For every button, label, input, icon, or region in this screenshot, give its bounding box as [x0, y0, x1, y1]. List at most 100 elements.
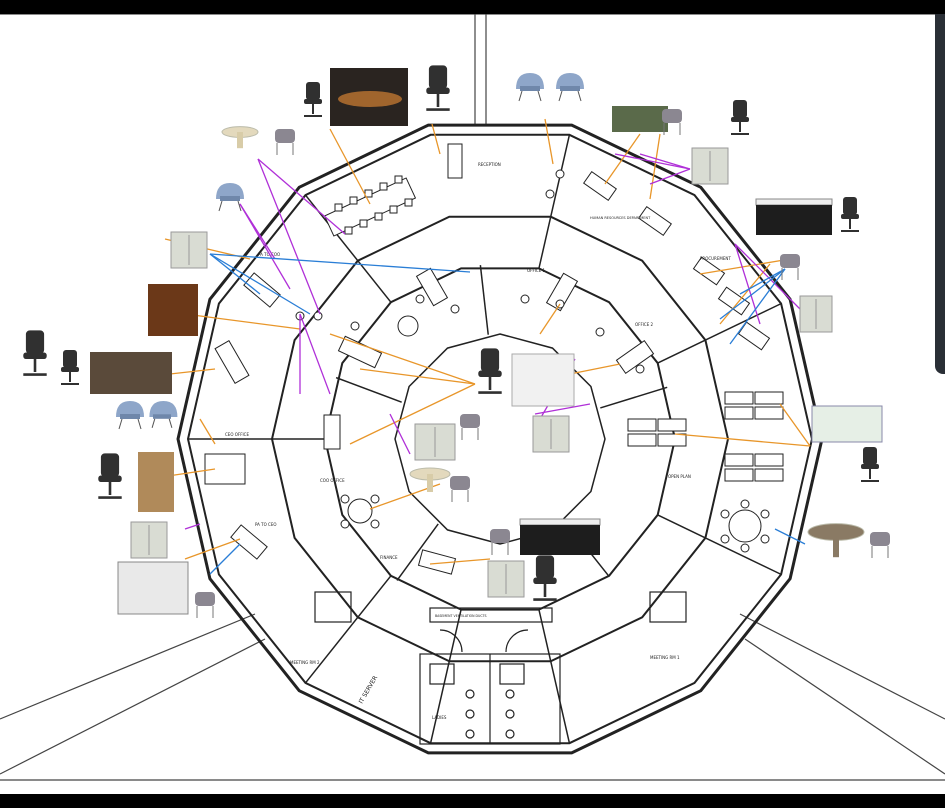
lounge-leg	[577, 90, 582, 102]
office-chair-icon	[731, 100, 749, 135]
shelving-icon	[148, 284, 198, 336]
plan-desk	[230, 524, 268, 560]
cabinet-icon	[130, 521, 168, 559]
plan-round-table	[347, 498, 373, 524]
connector-line	[184, 523, 201, 530]
connector-line	[209, 253, 261, 295]
connector-line	[639, 153, 691, 170]
lounge-seat	[520, 86, 540, 91]
lounge-shell	[556, 73, 584, 89]
connector-line	[349, 383, 476, 445]
lounge-seat	[560, 86, 580, 91]
plan-desk	[545, 272, 579, 312]
desk-top	[519, 518, 601, 526]
executive-desk-icon	[90, 352, 172, 394]
plan-desk	[627, 418, 657, 432]
label-office-2: OFFICE 2	[635, 322, 654, 327]
connector-line	[719, 263, 771, 325]
side-chair-icon	[195, 592, 215, 618]
connector-line	[167, 468, 216, 477]
side-chair-back	[460, 414, 480, 428]
lounge-chair-icon	[116, 401, 144, 430]
bench-desk	[811, 405, 883, 443]
radial-wall	[396, 523, 439, 581]
cabinet-icon	[487, 560, 525, 598]
plan-chair	[334, 203, 343, 212]
floor-plan-svg: RECEPTION HUMAN RESOURCES DEPARTMENT PRO…	[0, 13, 945, 781]
plan-desk	[724, 406, 754, 420]
plan-desk	[692, 256, 726, 286]
connector-line	[734, 243, 801, 310]
radial-wall	[429, 609, 462, 744]
chair-seat	[861, 464, 879, 469]
label-procurement: PROCUREMENT	[700, 256, 731, 261]
plan-chair	[555, 169, 565, 179]
plan-chair	[760, 509, 770, 519]
office-chair-icon	[478, 348, 502, 394]
connector-line	[209, 253, 311, 315]
connector-line	[239, 203, 276, 260]
plan-desk	[657, 433, 687, 447]
scrollbar-thumb[interactable]	[935, 14, 945, 374]
label-finance: FINANCE	[380, 555, 398, 560]
connector-line	[329, 128, 371, 205]
side-chair-icon	[275, 129, 295, 155]
label-reception: RECEPTION	[478, 162, 501, 167]
executive-desk	[90, 352, 172, 394]
plan-desk	[638, 205, 672, 237]
plan-chair	[313, 311, 323, 321]
plan-chair	[359, 219, 368, 228]
connector-line	[184, 538, 241, 560]
connector-line	[299, 313, 331, 395]
chair-back	[535, 555, 555, 579]
plan-desk	[754, 406, 784, 420]
plan-desk	[724, 391, 754, 405]
plan-chair	[720, 509, 730, 519]
label-coo-office: COO OFFICE	[320, 478, 345, 483]
bottom-bar	[0, 794, 945, 808]
radial-wall	[304, 575, 392, 684]
plan-chair	[450, 304, 460, 314]
chair-back	[843, 197, 857, 215]
connector-line	[729, 268, 786, 345]
office-chair-icon	[304, 82, 322, 117]
connector-line	[359, 368, 476, 385]
connector-line	[774, 528, 806, 545]
desk-set	[511, 353, 575, 407]
bookshelf	[148, 284, 198, 336]
connector-line	[199, 418, 216, 445]
connector-line	[719, 268, 786, 320]
wood-panel	[138, 452, 174, 512]
plan-desk	[724, 468, 754, 482]
plan-chair	[374, 212, 383, 221]
cabinet-icon	[170, 231, 208, 269]
connector-line	[429, 558, 491, 565]
connector-line	[539, 303, 561, 335]
lounge-chair-icon	[516, 73, 544, 102]
table-leg	[427, 474, 433, 492]
label-ceo-office: CEO OFFICE	[225, 432, 249, 437]
partition-walls	[188, 134, 782, 744]
connector-line	[569, 363, 621, 375]
plan-round-table	[397, 315, 419, 337]
desk-body	[520, 525, 600, 555]
plan-desk	[243, 272, 281, 308]
connector-line	[674, 433, 811, 447]
chair-back	[480, 348, 500, 372]
bench-desk-icon	[811, 405, 883, 443]
plan-chair	[720, 534, 730, 544]
chair-seat	[426, 87, 450, 94]
service-core	[314, 591, 687, 745]
side-chair-back	[662, 109, 682, 123]
plan-chair	[545, 189, 555, 199]
plan-chair	[389, 205, 398, 214]
connector-line	[184, 313, 301, 330]
plan-desk	[717, 286, 751, 316]
cabinet-icon	[414, 423, 456, 461]
plan-desk	[214, 339, 250, 385]
panel-icon	[138, 452, 174, 512]
plan-desk	[447, 143, 463, 179]
chair-back	[733, 100, 747, 118]
plan-desk	[337, 335, 383, 369]
site-lines	[0, 13, 945, 781]
